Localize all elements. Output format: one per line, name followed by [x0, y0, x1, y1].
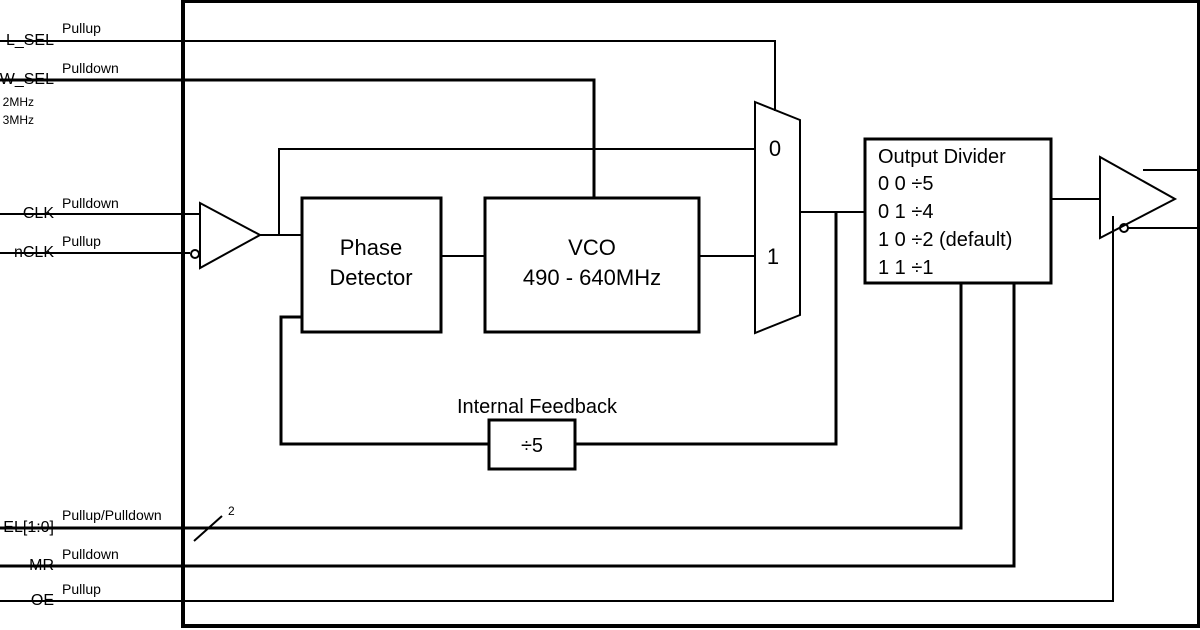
feedback-wire: [575, 212, 838, 446]
feedback-divider-label: ÷5: [521, 435, 543, 457]
sel-label: EL[1:0]: [3, 519, 54, 536]
oe-wire: [0, 216, 1114, 602]
mr-label: MR: [29, 557, 54, 574]
sel-bus-wire: [0, 283, 963, 530]
phase-detector-label-line1: Phase: [340, 235, 402, 260]
oe-pull-label: Pullup: [62, 581, 101, 597]
output-divider-row: 1 0 ÷2 (default): [878, 229, 1012, 251]
input-buffer: [199, 201, 263, 270]
output-divider-row: 0 0 ÷5: [878, 173, 933, 195]
phase-detector-label-line2: Detector: [329, 265, 412, 290]
output-divider-title: Output Divider: [878, 146, 1006, 168]
oe-label: OE: [31, 592, 54, 609]
feedback-divider-block: [487, 418, 577, 471]
nclk-label: nCLK: [14, 244, 54, 261]
vco-label-line2: 490 - 640MHz: [523, 265, 661, 290]
sel-bus-width-label: 2: [228, 504, 235, 518]
sel-bus-slash: [193, 515, 223, 542]
internal-feedback-label: Internal Feedback: [457, 396, 618, 418]
pll-sel-wire: [0, 40, 776, 111]
pll-sel-label: L_SEL: [6, 32, 54, 49]
pll-bypass-mux: [754, 100, 801, 335]
clk-pull-label: Pulldown: [62, 195, 119, 211]
vco-label-line1: VCO: [568, 235, 616, 260]
mr-pull-label: Pulldown: [62, 546, 119, 562]
bw-sel-note-2mhz: : 2MHz: [0, 95, 34, 109]
bw-sel-note-3mhz: : 3MHz: [0, 113, 34, 127]
output-divider-row: 0 1 ÷4: [878, 201, 933, 223]
pll-sel-pull-label: Pullup: [62, 20, 101, 36]
phase-detector-block: [300, 196, 443, 334]
bw-sel-label: W_SEL: [0, 71, 54, 88]
buffer-bypass-wire: [278, 148, 755, 235]
nclk-pull-label: Pullup: [62, 233, 101, 249]
bw-sel-pull-label: Pulldown: [62, 60, 119, 76]
input-inversion-bubble: [190, 249, 200, 259]
clk-label: CLK: [23, 205, 54, 222]
vco-block: [483, 196, 701, 334]
mr-wire: [0, 283, 1016, 568]
output-divider-block: [863, 137, 1053, 285]
feedback-return-wire: [279, 315, 489, 446]
mux-input0-label: 0: [769, 136, 781, 161]
output-divider-row: 1 1 ÷1: [878, 257, 933, 279]
mux-input1-label: 1: [767, 244, 779, 269]
sel-pull-label: Pullup/Pulldown: [62, 507, 162, 523]
output-buffer: [1099, 155, 1178, 240]
chip-boundary: [181, 0, 1200, 628]
bw-sel-wire: [0, 78, 596, 198]
